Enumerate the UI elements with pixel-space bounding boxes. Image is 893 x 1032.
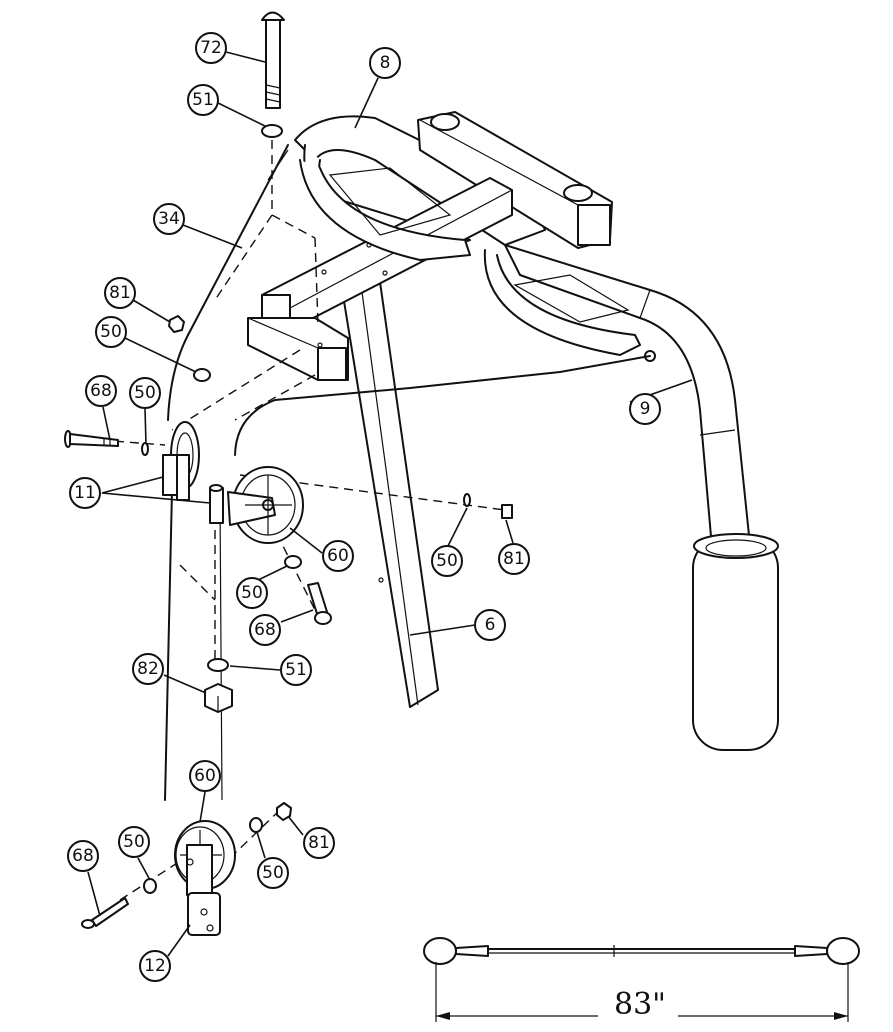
svg-text:11: 11: [74, 483, 96, 503]
callout-9: 9: [629, 393, 661, 425]
bolt-72: [261, 11, 285, 109]
svg-text:12: 12: [144, 956, 166, 976]
bolt-68-middle: [307, 582, 332, 625]
svg-text:60: 60: [327, 546, 349, 566]
svg-text:68: 68: [72, 846, 94, 866]
washer-50-c: [463, 493, 471, 507]
washer-50-e: [143, 878, 157, 894]
dimension-label: 83": [614, 987, 666, 1022]
washer-50-d: [284, 555, 302, 569]
svg-text:68: 68: [90, 381, 112, 401]
svg-text:60: 60: [194, 766, 216, 786]
callout-72: 72: [195, 32, 227, 64]
callout-50-upper: 50: [95, 316, 127, 348]
part-8-top-frame: [247, 111, 656, 381]
pulley-60-upper: [227, 466, 304, 544]
callout-12: 12: [139, 950, 171, 982]
nut-81-a: [168, 315, 185, 333]
callout-50-right: 50: [431, 545, 463, 577]
callout-82: 82: [132, 653, 164, 685]
svg-text:72: 72: [200, 38, 222, 58]
bolt-68-lower: [81, 897, 129, 929]
callout-68-lower: 68: [67, 840, 99, 872]
nut-81-b: [501, 504, 513, 519]
callout-51-top: 51: [187, 84, 219, 116]
callout-60-lower: 60: [189, 760, 221, 792]
callout-6: 6: [474, 609, 506, 641]
callout-34: 34: [153, 203, 185, 235]
svg-text:50: 50: [134, 383, 156, 403]
svg-text:50: 50: [436, 551, 458, 571]
callout-60-upper: 60: [322, 540, 354, 572]
pulley-bracket-11: [162, 421, 224, 524]
callout-81-right: 81: [498, 543, 530, 575]
callout-81-lower: 81: [303, 827, 335, 859]
svg-text:50: 50: [241, 583, 263, 603]
part-9-curved-arm: [504, 244, 779, 751]
nut-82: [204, 683, 233, 713]
svg-text:81: 81: [503, 549, 525, 569]
callout-11: 11: [69, 477, 101, 509]
svg-text:51: 51: [192, 90, 214, 110]
washer-50-a: [193, 368, 211, 382]
svg-text:51: 51: [285, 660, 307, 680]
washer-50-b: [141, 442, 149, 456]
washer-51-top: [261, 124, 283, 138]
callout-68-upper: 68: [85, 375, 117, 407]
svg-text:81: 81: [308, 833, 330, 853]
svg-text:50: 50: [262, 863, 284, 883]
callout-50-lower-right: 50: [257, 857, 289, 889]
bracket-12: [186, 844, 221, 936]
callout-50-mid: 50: [236, 577, 268, 609]
callout-81-upper: 81: [104, 277, 136, 309]
washer-51-lower: [207, 658, 229, 672]
cable-83-inch: [423, 937, 860, 965]
svg-text:50: 50: [100, 322, 122, 342]
nut-81-c: [276, 802, 292, 821]
svg-text:34: 34: [158, 209, 180, 229]
svg-text:6: 6: [485, 615, 496, 635]
callout-50-lower-left: 50: [118, 826, 150, 858]
svg-text:8: 8: [380, 53, 391, 73]
svg-text:68: 68: [254, 620, 276, 640]
svg-text:50: 50: [123, 832, 145, 852]
washer-50-f: [249, 817, 263, 833]
svg-text:9: 9: [640, 399, 651, 419]
callout-51-lower: 51: [280, 654, 312, 686]
callout-8: 8: [369, 47, 401, 79]
bolt-68-upper-left: [64, 430, 119, 448]
svg-text:82: 82: [137, 659, 159, 679]
callout-50-left: 50: [129, 377, 161, 409]
callout-68-mid: 68: [249, 614, 281, 646]
svg-text:81: 81: [109, 283, 131, 303]
dimension-line: 83": [435, 962, 849, 1022]
